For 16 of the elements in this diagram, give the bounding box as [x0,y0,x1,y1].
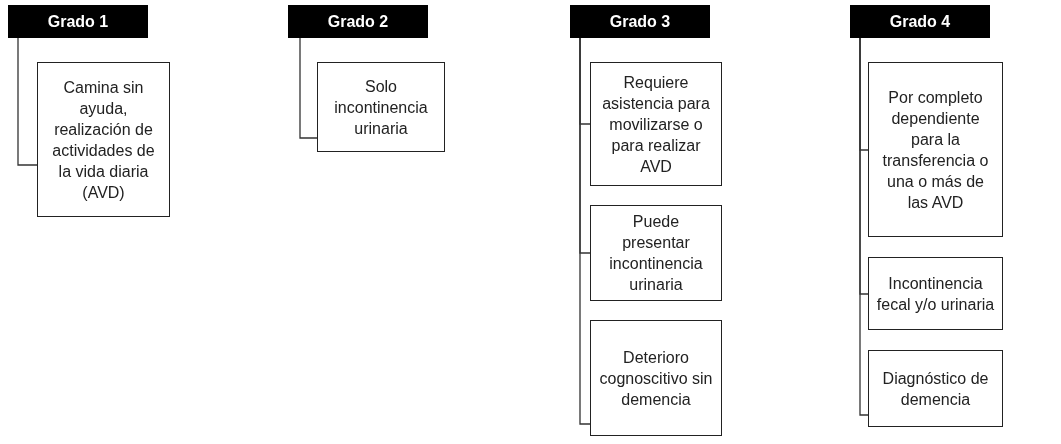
connector-line [579,37,591,425]
description-box: Puede presentar incontinencia urinaria [590,205,722,301]
description-box: Incontinencia fecal y/o urinaria [868,257,1003,330]
description-box: Deterioro cognoscitivo sin demencia [590,320,722,436]
grade-header: Grado 3 [570,5,710,38]
description-box: Solo incontinencia urinaria [317,62,445,152]
grade-header: Grado 4 [850,5,990,38]
description-box: Por completo dependiente para la transferencia o una o más de las AVD [868,62,1003,237]
description-box: Camina sin ayuda, realización de actividades de la vida diaria (AVD) [37,62,170,217]
description-box: Requiere asistencia para movilizarse o para realizar AVD [590,62,722,186]
connector-line [17,37,38,166]
connector-line [299,37,318,139]
grade-header: Grado 2 [288,5,428,38]
connector-line [859,37,869,416]
description-box: Diagnóstico de demencia [868,350,1003,427]
grade-header: Grado 1 [8,5,148,38]
